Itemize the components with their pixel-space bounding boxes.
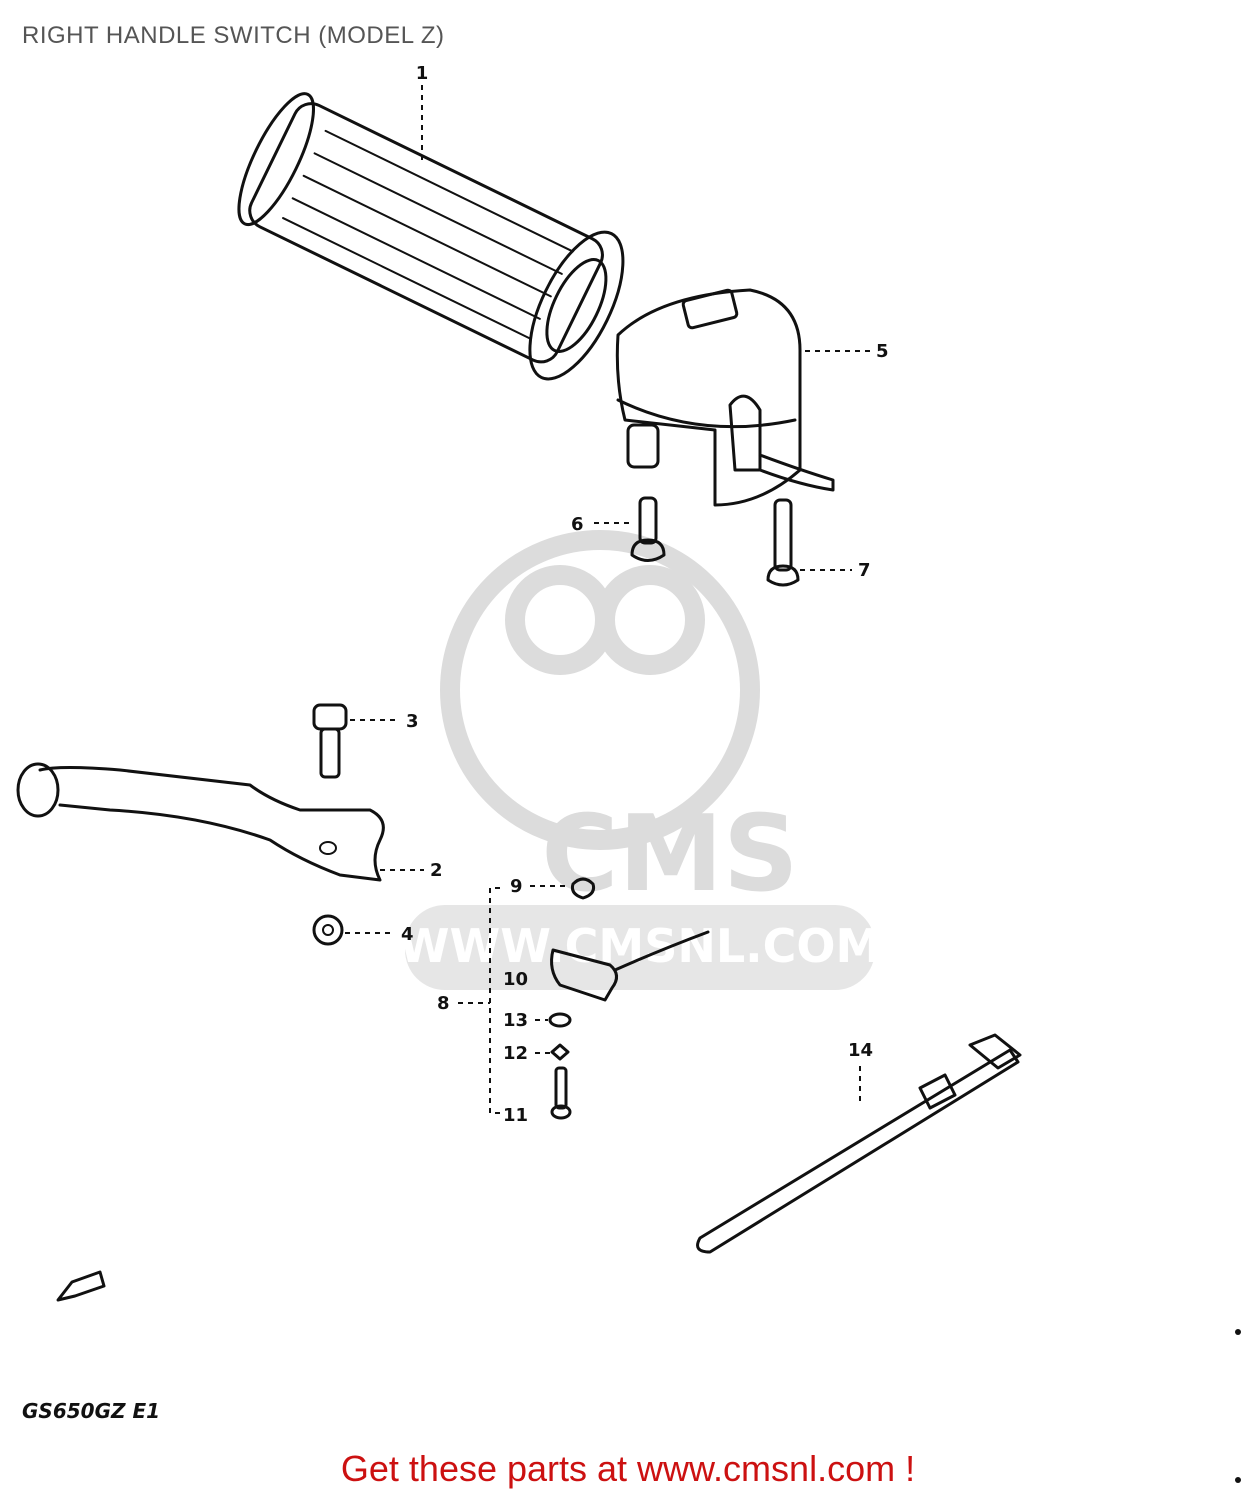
part-number-8: 8: [437, 993, 450, 1014]
cms-watermark: CMS WWW.CMSNL.COM: [399, 530, 882, 990]
part-number-9: 9: [510, 876, 523, 897]
part-5-switch-housing: [615, 288, 835, 507]
watermark-banner: [405, 905, 875, 990]
part-number-5: 5: [876, 341, 889, 362]
part-11-screw: [550, 1066, 572, 1120]
part-13-washer: [548, 1012, 572, 1028]
part-number-7: 7: [858, 560, 871, 581]
front-direction-arrow-icon: [56, 1270, 106, 1302]
scan-mark: [1235, 1477, 1241, 1483]
watermark-brand: CMS: [541, 793, 798, 915]
watermark-goggle-right: [595, 565, 705, 675]
part-6-screw: [630, 496, 666, 562]
part-10-wire: [613, 930, 710, 972]
model-code: GS650GZ E1: [22, 1399, 160, 1423]
watermark-site: WWW.CMSNL.COM: [399, 919, 882, 973]
part-8-front-brake-switch-assembly: [548, 877, 710, 1120]
part-number-1: 1: [416, 63, 429, 84]
watermark-mascot-head: [440, 530, 760, 850]
part-1-throttle-grip: [237, 92, 625, 381]
page-title: RIGHT HANDLE SWITCH (MODEL Z): [22, 22, 445, 49]
watermark-goggle-left: [505, 565, 615, 675]
part-number-12: 12: [503, 1043, 528, 1064]
part-number-14: 14: [848, 1040, 873, 1061]
part-number-11: 11: [503, 1105, 528, 1126]
part-number-3: 3: [406, 711, 419, 732]
part-4-nut: [312, 914, 344, 946]
scan-mark: [1235, 1329, 1241, 1335]
part-12-washer: [550, 1043, 570, 1061]
part-9-screw: [571, 877, 595, 900]
leader-lines: [345, 85, 870, 1114]
footer-link[interactable]: Get these parts at www.cmsnl.com !: [340, 1448, 916, 1489]
part-7-screw: [766, 498, 800, 587]
part-number-2: 2: [430, 860, 443, 881]
part-number-13: 13: [503, 1010, 528, 1031]
part-number-4: 4: [401, 924, 414, 945]
part-number-6: 6: [571, 514, 584, 535]
part-number-10: 10: [503, 969, 528, 990]
part-3-pivot-bolt: [312, 703, 348, 779]
part-14-cable-tie: [696, 1033, 1022, 1254]
part-2-brake-lever: [16, 762, 385, 882]
